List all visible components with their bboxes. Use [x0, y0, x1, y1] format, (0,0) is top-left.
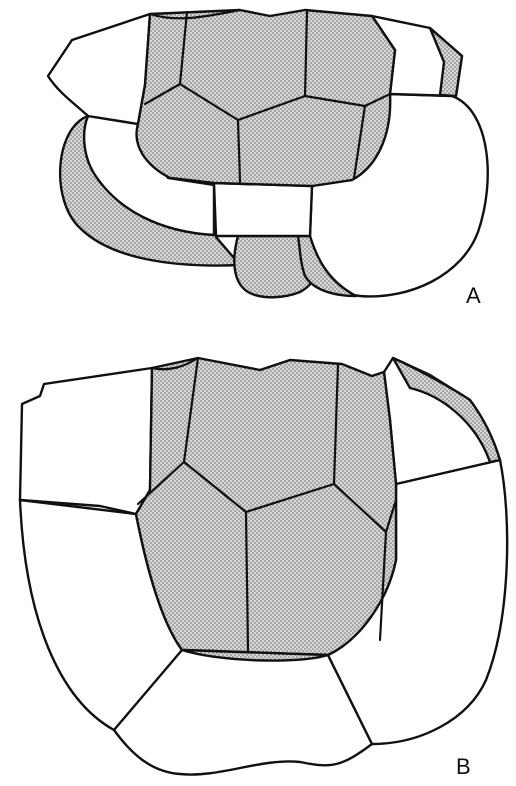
panel-a-left-wing — [48, 14, 150, 124]
panel-a: A — [48, 10, 488, 308]
panel-b: B — [20, 358, 507, 779]
panel-a-label: A — [466, 283, 481, 308]
panel-b-body — [20, 368, 152, 514]
panel-b-label: B — [456, 754, 471, 779]
panel-a-central-plate — [214, 183, 312, 236]
